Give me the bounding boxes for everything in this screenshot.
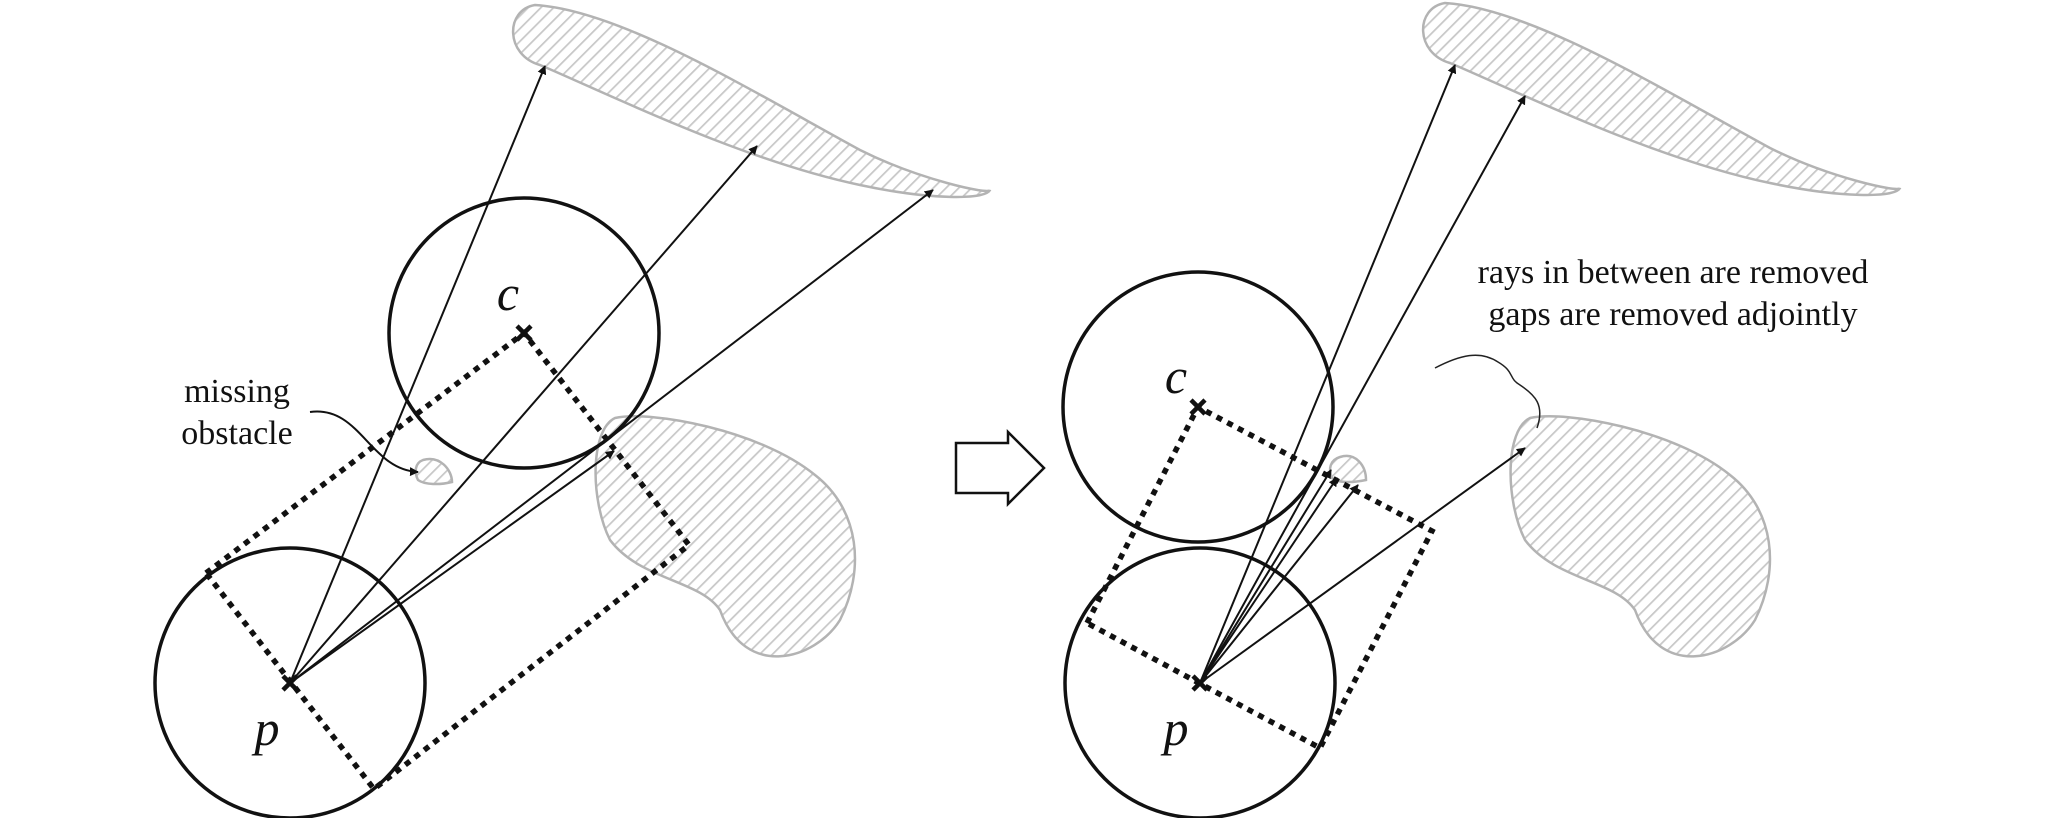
- ray: [1199, 484, 1359, 684]
- center-label: c: [1165, 348, 1187, 404]
- robot-label: p: [1161, 700, 1189, 756]
- ray: [1199, 469, 1332, 684]
- ray: [289, 65, 547, 684]
- footprint-rectangle: [1083, 403, 1436, 752]
- robot-circle: [1063, 546, 1337, 818]
- robot-marker-icon: [1191, 674, 1209, 692]
- ray: [1199, 95, 1526, 684]
- center-circle: [1061, 270, 1335, 544]
- ray: [289, 145, 758, 684]
- removed-rays-note-line2: gaps are removed adjointly: [1488, 296, 1857, 333]
- center-marker-icon: [1189, 398, 1207, 416]
- robot-marker-icon: [281, 674, 299, 692]
- obstacle-blob: [1509, 415, 1772, 658]
- center-marker-icon: [515, 324, 533, 342]
- right-panel: c p rays in between are removed gaps are…: [1061, 1, 1902, 818]
- obstacle-elongated: [511, 3, 992, 199]
- missing-obstacle: [1328, 454, 1368, 484]
- removed-rays-note-line1: rays in between are removed: [1478, 254, 1869, 291]
- obstacle-blob: [594, 415, 857, 658]
- missing-obstacle: [414, 457, 454, 486]
- missing-obstacle-label-line1: missing: [184, 373, 290, 410]
- brace-squiggle: [1434, 354, 1541, 429]
- center-label: c: [497, 265, 519, 321]
- right-arrow-icon: [954, 428, 1046, 508]
- robot-label: p: [252, 700, 280, 756]
- center-circle: [387, 196, 661, 470]
- ray: [1199, 447, 1526, 684]
- robot-circle: [153, 546, 427, 818]
- missing-obstacle-label-line2: obstacle: [181, 415, 292, 452]
- left-panel: c p missing obstacle: [153, 3, 992, 818]
- ray: [1199, 64, 1457, 684]
- footprint-rectangle: [202, 329, 693, 793]
- ray: [289, 450, 615, 684]
- missing-obstacle-pointer: [309, 410, 419, 477]
- ray: [289, 189, 934, 684]
- obstacle-elongated: [1421, 1, 1902, 197]
- ray: [1199, 477, 1338, 684]
